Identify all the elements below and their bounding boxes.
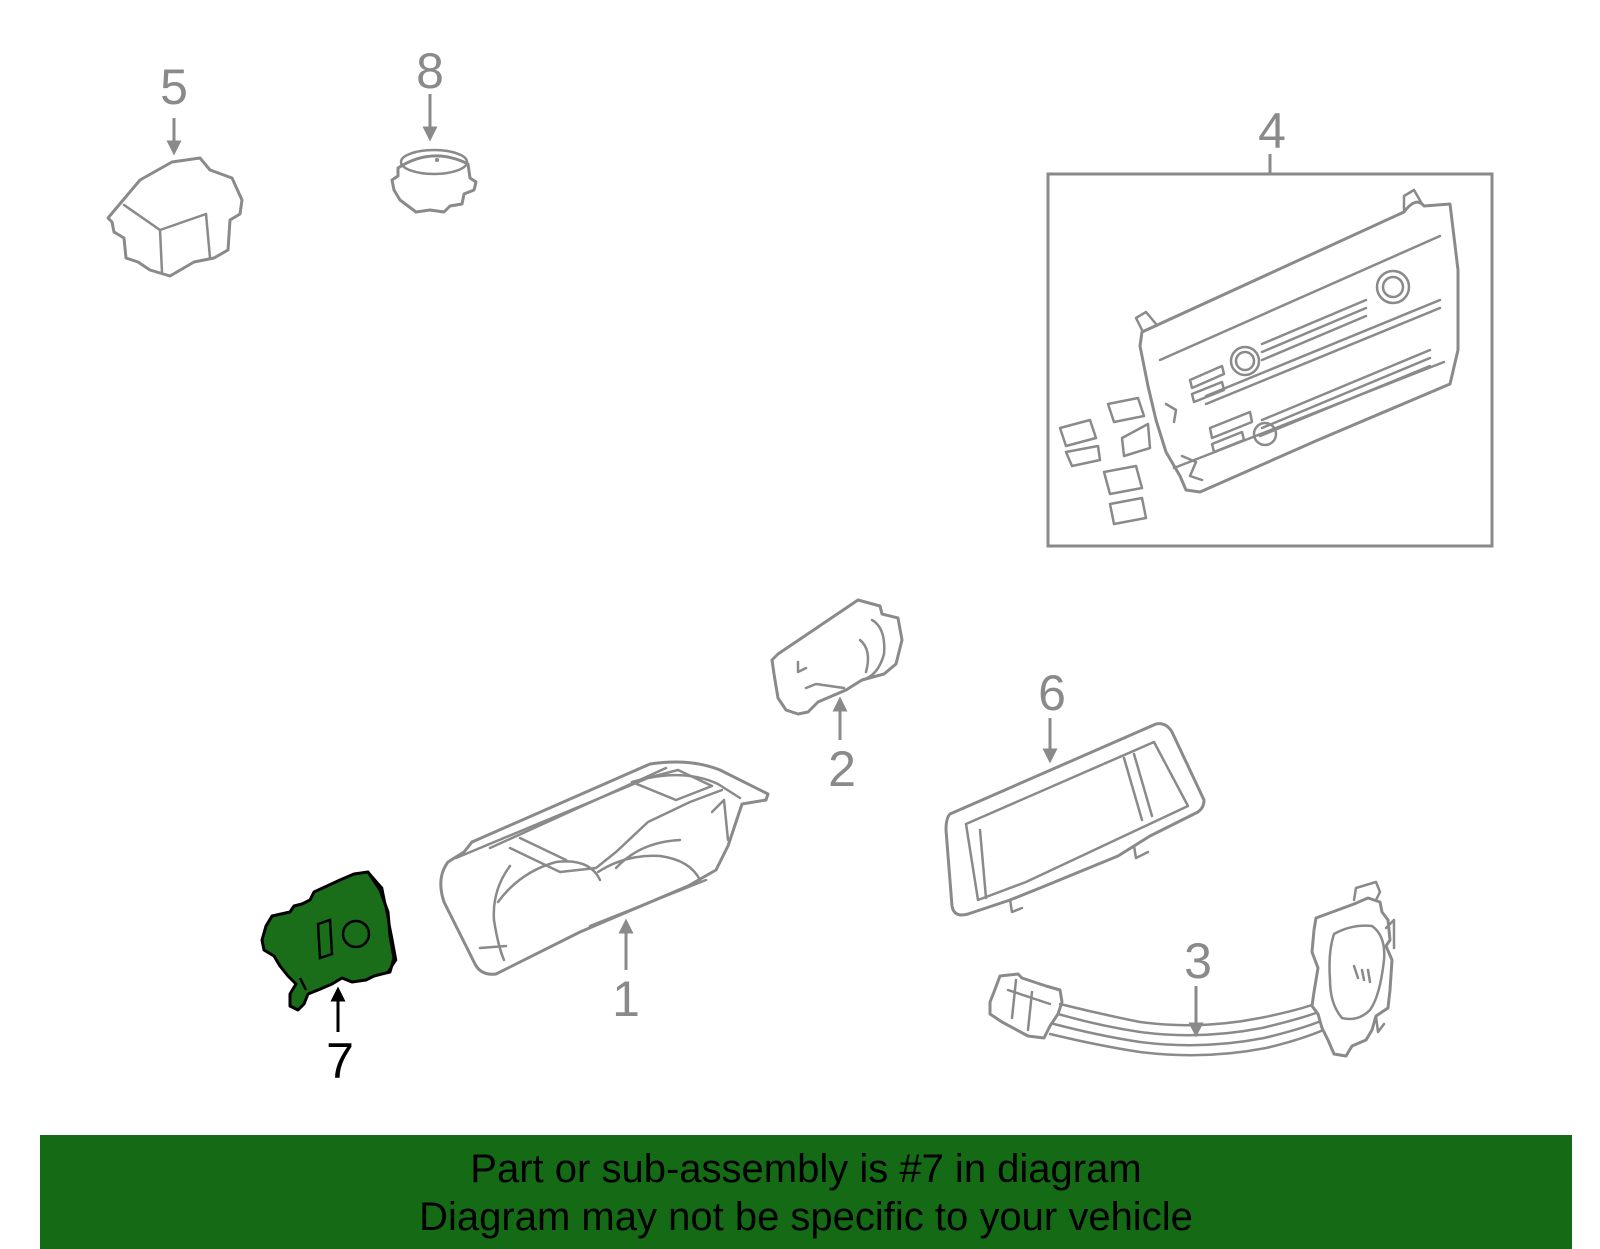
part-2-module[interactable] — [770, 598, 904, 740]
part-label-4: 4 — [1258, 103, 1286, 159]
caption-line-1: Part or sub-assembly is #7 in diagram — [470, 1147, 1142, 1191]
part-label-7: 7 — [326, 1033, 354, 1089]
part-label-1: 1 — [612, 971, 640, 1027]
caption-line-2: Diagram may not be specific to your vehi… — [419, 1195, 1193, 1239]
part-1-instrument-cluster[interactable] — [439, 760, 770, 976]
part-label-3: 3 — [1184, 933, 1212, 989]
part-5-bracket[interactable] — [106, 118, 244, 278]
part-6-display[interactable] — [944, 718, 1206, 917]
part-8-sensor[interactable] — [390, 94, 478, 214]
part-label-2: 2 — [828, 741, 856, 797]
part-label-6: 6 — [1038, 665, 1066, 721]
caption-banner: Part or sub-assembly is #7 in diagram Di… — [40, 1135, 1572, 1249]
part-4-control-panel[interactable] — [1046, 154, 1494, 548]
part-label-5: 5 — [160, 59, 188, 115]
part-3-harness-switch[interactable] — [988, 880, 1396, 1058]
part-7-bracket-highlighted[interactable] — [260, 870, 398, 1032]
part-label-8: 8 — [416, 43, 444, 99]
